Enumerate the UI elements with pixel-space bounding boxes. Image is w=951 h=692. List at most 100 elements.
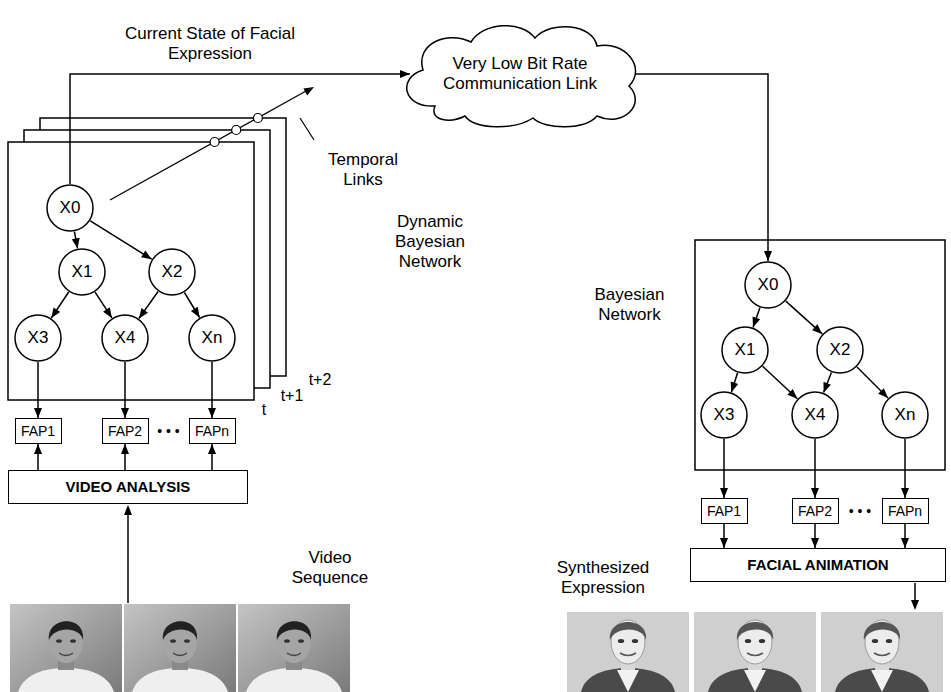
connector xyxy=(901,524,909,548)
connector xyxy=(901,439,909,498)
annotation: Dynamic Bayesian Network xyxy=(380,212,480,272)
connector xyxy=(811,439,819,498)
fap-box: FAP1 xyxy=(701,498,748,524)
connector xyxy=(90,221,151,259)
node-text: FAPn xyxy=(888,503,922,520)
connector xyxy=(753,308,761,328)
connector xyxy=(823,372,831,392)
arrowhead xyxy=(103,307,112,318)
node-text: X1 xyxy=(735,340,756,360)
node-text: X0 xyxy=(758,275,779,295)
node-text: X0 xyxy=(60,198,81,218)
time-index: t+2 xyxy=(304,370,336,390)
connector xyxy=(121,362,129,418)
node-text: FACIAL ANIMATION xyxy=(747,556,888,574)
arrowhead xyxy=(720,538,728,548)
node-text: FAP2 xyxy=(108,423,142,440)
arrowhead xyxy=(901,538,909,548)
connector xyxy=(763,366,798,398)
connector xyxy=(811,524,819,548)
ellipsis: • • • xyxy=(148,421,189,441)
fap-box: FAPn xyxy=(882,498,929,524)
node-text: X3 xyxy=(28,328,49,348)
connector xyxy=(720,439,728,498)
connector xyxy=(208,362,216,418)
arrowhead xyxy=(787,389,797,399)
connector xyxy=(184,293,199,318)
variable-node: X3 xyxy=(700,391,748,439)
annotation: Bayesian Network xyxy=(582,285,677,325)
bn-frame xyxy=(695,240,945,470)
connector-line xyxy=(90,221,151,259)
variable-node: Xn xyxy=(188,314,236,362)
fap-box: FAPn xyxy=(189,418,236,444)
connector xyxy=(208,444,216,470)
connector xyxy=(51,292,68,318)
connector xyxy=(786,301,822,334)
arrowhead xyxy=(34,444,42,454)
arrowhead xyxy=(141,251,152,260)
connector xyxy=(72,232,80,249)
connector-line xyxy=(731,373,737,392)
annotation: Synthesized Expression xyxy=(548,558,658,598)
variable-node: X0 xyxy=(744,261,792,309)
variable-node: X3 xyxy=(14,314,62,362)
arrowhead xyxy=(208,408,216,418)
node-text: FAPn xyxy=(195,423,229,440)
arrowhead xyxy=(121,408,129,418)
arrowhead xyxy=(121,444,129,454)
edge-label: Current State of Facial Expression xyxy=(110,24,310,64)
connector xyxy=(857,367,888,398)
arrowhead xyxy=(191,307,200,318)
node-text: FAP2 xyxy=(798,503,832,520)
fap-box: FAP2 xyxy=(102,418,149,444)
node-text: X4 xyxy=(805,405,826,425)
variable-node: X2 xyxy=(816,326,864,374)
arrowhead xyxy=(400,70,410,78)
annotation: Video Sequence xyxy=(285,548,375,588)
connector xyxy=(720,524,728,548)
time-slice-frame xyxy=(8,142,254,400)
connector-line xyxy=(753,308,760,328)
variable-node: X2 xyxy=(148,248,196,296)
connector xyxy=(34,444,42,470)
arrowhead xyxy=(208,444,216,454)
process-box: FACIAL ANIMATION xyxy=(690,548,946,582)
arrowhead xyxy=(812,324,822,334)
variable-node: X1 xyxy=(721,326,769,374)
arrowhead xyxy=(720,488,728,498)
synthesized-faces xyxy=(567,612,943,692)
variable-node: X1 xyxy=(58,248,106,296)
arrowhead xyxy=(811,538,819,548)
connector-line xyxy=(857,367,888,398)
connector xyxy=(630,74,772,261)
variable-node: X4 xyxy=(791,391,839,439)
node-text: FAP1 xyxy=(707,503,741,520)
connector xyxy=(34,362,42,418)
connector-line xyxy=(630,74,768,261)
node-text: Xn xyxy=(895,405,916,425)
connector-line xyxy=(95,292,112,318)
arrowhead xyxy=(51,307,60,318)
connector xyxy=(731,373,739,392)
fap-box: FAP2 xyxy=(792,498,839,524)
arrowhead xyxy=(72,238,80,249)
arrowhead xyxy=(753,317,761,328)
connector xyxy=(95,292,112,318)
network-cloud: Very Low Bit Rate Communication Link xyxy=(395,18,645,130)
leader-line xyxy=(300,118,314,140)
temporal-link xyxy=(110,87,314,200)
arrowhead xyxy=(764,251,772,261)
connector-line xyxy=(763,366,798,398)
node-text: X2 xyxy=(830,340,851,360)
connector-line xyxy=(824,372,832,392)
variable-node: Xn xyxy=(881,391,929,439)
connector xyxy=(139,292,158,319)
ellipsis: • • • xyxy=(837,501,883,521)
node-text: X4 xyxy=(115,328,136,348)
arrowhead xyxy=(34,408,42,418)
input-arrow xyxy=(124,505,132,603)
arrowhead xyxy=(878,388,888,398)
node-text: FAP1 xyxy=(21,423,55,440)
connector-line xyxy=(139,292,158,319)
